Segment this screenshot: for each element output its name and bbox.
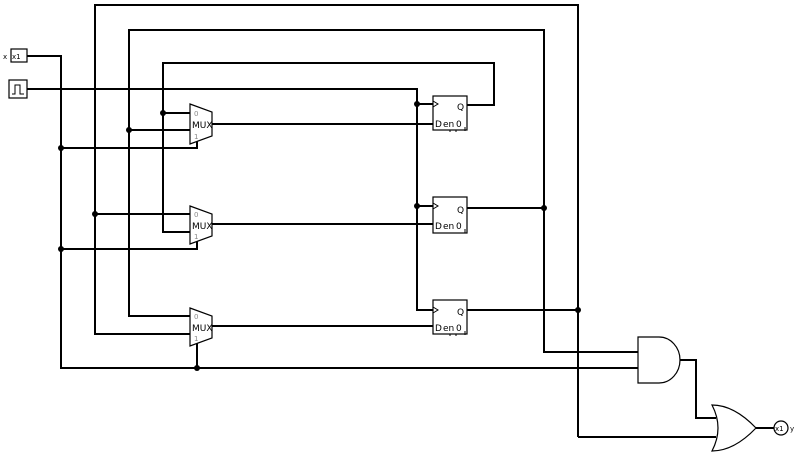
flipflop-3-body: [432, 299, 468, 335]
wire-feedback-outer: [94, 4, 579, 437]
flipflop-3-clock-icon: [432, 306, 439, 314]
output-pin-circle: [773, 420, 789, 436]
wire-feedback-mid: [128, 29, 640, 353]
flipflop-2[interactable]: Q D en 0: [432, 196, 468, 234]
flipflop-1-en: en: [443, 120, 454, 130]
mux-1-label: MUX: [192, 121, 213, 131]
wire-and-to-or: [679, 359, 716, 419]
junction-dot: [575, 307, 581, 313]
mux-2-sel0: 0: [194, 211, 198, 219]
mux-1[interactable]: 0 MUX 1: [189, 103, 213, 145]
junction-dot: [58, 145, 64, 151]
mux-2-sel1: 1: [194, 233, 198, 241]
clock-box: [8, 79, 28, 99]
input-pin-name: x: [3, 53, 7, 61]
flipflop-2-d: D: [435, 222, 442, 232]
mux-1-sel1: 1: [194, 133, 198, 141]
input-pin-x[interactable]: x x1: [3, 48, 28, 63]
mux-3-sel1: 1: [194, 335, 198, 343]
wire-feedback-inner: [162, 62, 495, 233]
mux-2[interactable]: 0 MUX 1: [189, 205, 213, 245]
output-pin-label: x1: [775, 425, 784, 433]
flipflop-3-d: D: [435, 324, 442, 334]
flipflop-3-zero: 0: [456, 324, 462, 334]
wires: [27, 4, 774, 438]
flipflop-1-clock-icon: [432, 100, 439, 108]
junction-dot: [160, 110, 166, 116]
flipflop-3-pins: [449, 331, 466, 336]
flipflop-1-body: [432, 95, 468, 131]
and-gate[interactable]: [637, 336, 681, 384]
output-pin-name: y: [790, 425, 794, 433]
mux-2-label: MUX: [192, 222, 213, 232]
mux-3-sel0: 0: [194, 313, 198, 321]
mux-3[interactable]: 0 MUX 1: [189, 307, 213, 347]
mux-2-body: [189, 205, 213, 245]
junction-dot: [414, 101, 420, 107]
flipflop-2-clock-icon: [432, 202, 439, 210]
flipflop-2-en: en: [443, 222, 454, 232]
output-pin-y[interactable]: x1 y: [773, 420, 794, 436]
clock-input[interactable]: [8, 79, 28, 99]
mux-1-body: [189, 103, 213, 145]
flipflop-1[interactable]: Q D en 0: [432, 95, 468, 132]
flipflop-2-zero: 0: [456, 222, 462, 232]
or-gate-body: [711, 404, 757, 452]
flipflop-3-en: en: [443, 324, 454, 334]
flipflop-3-q: Q: [457, 308, 464, 318]
wire-input-x: [27, 55, 640, 369]
or-gate[interactable]: [711, 404, 757, 452]
junction-dot: [194, 365, 200, 371]
flipflop-1-zero: 0: [456, 120, 462, 130]
junction-dot: [58, 246, 64, 252]
junction-dot: [92, 211, 98, 217]
flipflop-2-body: [432, 196, 468, 234]
flipflop-3[interactable]: Q D en 0: [432, 299, 468, 336]
junction-dot: [541, 205, 547, 211]
input-pin-label: x1: [12, 53, 21, 61]
wire-x-to-mux2: [61, 240, 198, 250]
flipflop-1-d: D: [435, 120, 442, 130]
flipflop-1-q: Q: [457, 103, 464, 113]
flipflop-1-pins: [449, 127, 466, 132]
mux-3-label: MUX: [192, 324, 213, 334]
junction-dot: [126, 127, 132, 133]
junctions: [58, 101, 581, 371]
mux-3-body: [189, 307, 213, 347]
input-pin-box: [10, 48, 28, 63]
wire-clock: [27, 88, 433, 311]
wire-x-to-mux1: [61, 140, 198, 149]
junction-dot: [414, 203, 420, 209]
and-gate-body: [637, 336, 681, 384]
flipflop-2-q: Q: [457, 206, 464, 216]
clock-wave-icon: [12, 84, 24, 95]
mux-1-sel0: 0: [194, 110, 198, 118]
